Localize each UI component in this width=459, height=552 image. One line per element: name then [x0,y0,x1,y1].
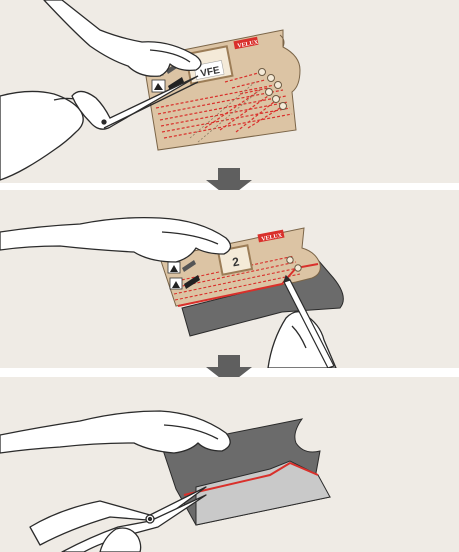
step-3-illustration [0,377,459,552]
step-2-panel: 2 VELUX [0,190,459,368]
step-3-panel [0,377,459,552]
step-1-panel: VELUX VFE [0,0,459,183]
lower-hand [0,91,86,180]
step-2-illustration: 2 VELUX [0,190,459,368]
step-1-illustration: VELUX VFE [0,0,459,183]
hand-icon [44,0,201,76]
